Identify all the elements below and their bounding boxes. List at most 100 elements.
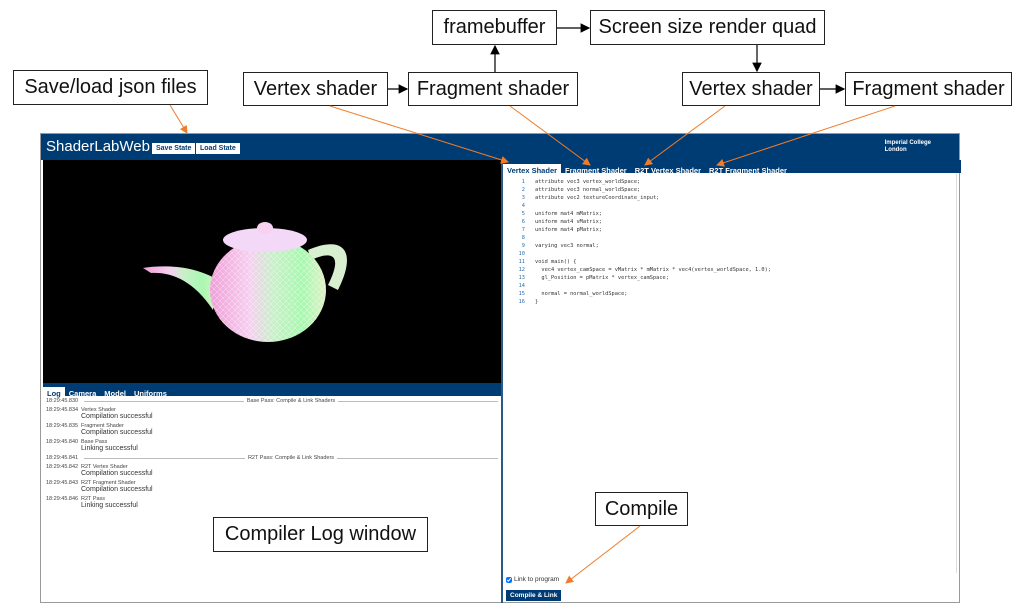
line-number: 5 (521, 211, 525, 217)
tab-uniforms[interactable]: Uniforms (133, 389, 167, 398)
callout-save-load: Save/load json files (13, 70, 208, 105)
log-time: 18:29:45.840 (46, 439, 79, 445)
code-line: 14 (503, 282, 956, 290)
code-line: 5 uniform mat4 mMatrix; (503, 210, 956, 218)
header-bar: ShaderLabWeb Save State Load State Imper… (41, 134, 959, 160)
log-message: Compilation successful (81, 413, 153, 420)
line-number: 12 (518, 267, 525, 273)
callout-r2t-fragment-shader: Fragment shader (845, 72, 1012, 106)
app-title: ShaderLabWeb (46, 138, 150, 155)
code-text: attribute vec2 textureCoordinate_input; (535, 195, 660, 201)
code-line: 8 (503, 234, 956, 242)
log-separator: 18:29:45.830 Base Pass: Compile & Link Sh… (46, 398, 501, 404)
log-message: Linking successful (81, 445, 138, 452)
tab-log[interactable]: Log (43, 387, 65, 400)
code-text: void main() { (535, 259, 577, 265)
tab-model[interactable]: Model (104, 389, 126, 398)
code-text: vec4 vertex_camSpace = vMatrix * mMatrix… (535, 267, 771, 273)
code-line: 12 vec4 vertex_camSpace = vMatrix * mMat… (503, 266, 956, 274)
line-number: 10 (518, 251, 525, 257)
line-number: 15 (518, 291, 525, 297)
log-source: Fragment Shader (81, 423, 124, 429)
code-line: 9 varying vec3 normal; (503, 242, 956, 250)
divider (337, 457, 499, 459)
code-text: uniform mat4 mMatrix; (535, 211, 602, 217)
log-time: 18:29:45.842 (46, 464, 79, 470)
log-separator: 18:29:45.841 R2T Pass: Compile & Link Sha… (46, 455, 501, 461)
log-message: Linking successful (81, 502, 138, 509)
line-number: 8 (521, 235, 525, 241)
callout-framebuffer: framebuffer (432, 10, 557, 45)
tab-r2t-fragment-shader[interactable]: R2T Fragment Shader (709, 166, 787, 175)
log-section-title: R2T Pass: Compile & Link Shaders (247, 455, 335, 461)
callout-vertex-shader: Vertex shader (243, 72, 388, 106)
log-source: R2T Fragment Shader (81, 480, 136, 486)
code-line: 3 attribute vec2 textureCoordinate_input; (503, 194, 956, 202)
callout-r2t-vertex-shader: Vertex shader (682, 72, 820, 106)
callout-fragment-shader: Fragment shader (408, 72, 578, 106)
panel-divider[interactable] (501, 160, 503, 603)
log-message: Compilation successful (81, 429, 153, 436)
code-line: 10 (503, 250, 956, 258)
code-line: 7 uniform mat4 pMatrix; (503, 226, 956, 234)
line-number: 9 (521, 243, 525, 249)
line-number: 6 (521, 219, 525, 225)
callout-compile: Compile (595, 492, 688, 526)
log-time: 18:29:45.841 (46, 455, 79, 461)
tab-vertex-shader[interactable]: Vertex Shader (503, 164, 562, 177)
log-time: 18:29:45.843 (46, 480, 79, 486)
code-text: uniform mat4 pMatrix; (535, 227, 602, 233)
code-line: 15 normal = normal_worldSpace; (503, 290, 956, 298)
code-text: normal = normal_worldSpace; (535, 291, 628, 297)
line-number: 4 (521, 203, 525, 209)
code-line: 16} (503, 298, 956, 306)
save-state-button[interactable]: Save State (152, 143, 196, 154)
code-line: 4 (503, 202, 956, 210)
render-canvas[interactable] (43, 160, 501, 383)
app-window: ShaderLabWeb Save State Load State Imper… (40, 133, 961, 603)
divider (84, 400, 244, 402)
link-to-program-row: Link to program (506, 576, 559, 583)
compiler-log: 18:29:45.830 Base Pass: Compile & Link Sh… (46, 398, 501, 512)
line-number: 2 (521, 187, 525, 193)
divider (84, 457, 245, 459)
link-to-program-checkbox[interactable] (506, 576, 512, 583)
line-number: 3 (521, 195, 525, 201)
log-time: 18:29:45.846 (46, 496, 79, 502)
line-number: 1 (521, 179, 525, 185)
log-time: 18:29:45.835 (46, 423, 79, 429)
log-time: 18:29:45.830 (46, 398, 79, 404)
code-text: } (535, 299, 539, 305)
load-state-button[interactable]: Load State (196, 143, 240, 154)
callout-screen-quad: Screen size render quad (590, 10, 825, 45)
tab-fragment-shader[interactable]: Fragment Shader (565, 166, 627, 175)
line-number: 11 (518, 259, 525, 265)
tab-r2t-vertex-shader[interactable]: R2T Vertex Shader (634, 166, 701, 175)
code-text: varying vec3 normal; (535, 243, 599, 249)
line-number: 13 (518, 275, 525, 281)
log-source: R2T Pass (81, 496, 106, 502)
tab-camera[interactable]: Camera (68, 389, 97, 398)
teapot-render (143, 222, 347, 342)
link-to-program-label: Link to program (514, 576, 560, 583)
code-line: 11 void main() { (503, 258, 956, 266)
line-number: 7 (521, 227, 525, 233)
log-message: Compilation successful (81, 470, 153, 477)
callout-log-window: Compiler Log window (213, 517, 428, 552)
compile-link-button[interactable]: Compile & Link (506, 590, 562, 601)
line-number: 16 (518, 299, 525, 305)
code-line: 13 gl_Position = pMatrix * vertex_camSpa… (503, 274, 956, 282)
log-section-title: Base Pass: Compile & Link Shaders (246, 398, 336, 404)
log-time: 18:29:45.834 (46, 407, 79, 413)
